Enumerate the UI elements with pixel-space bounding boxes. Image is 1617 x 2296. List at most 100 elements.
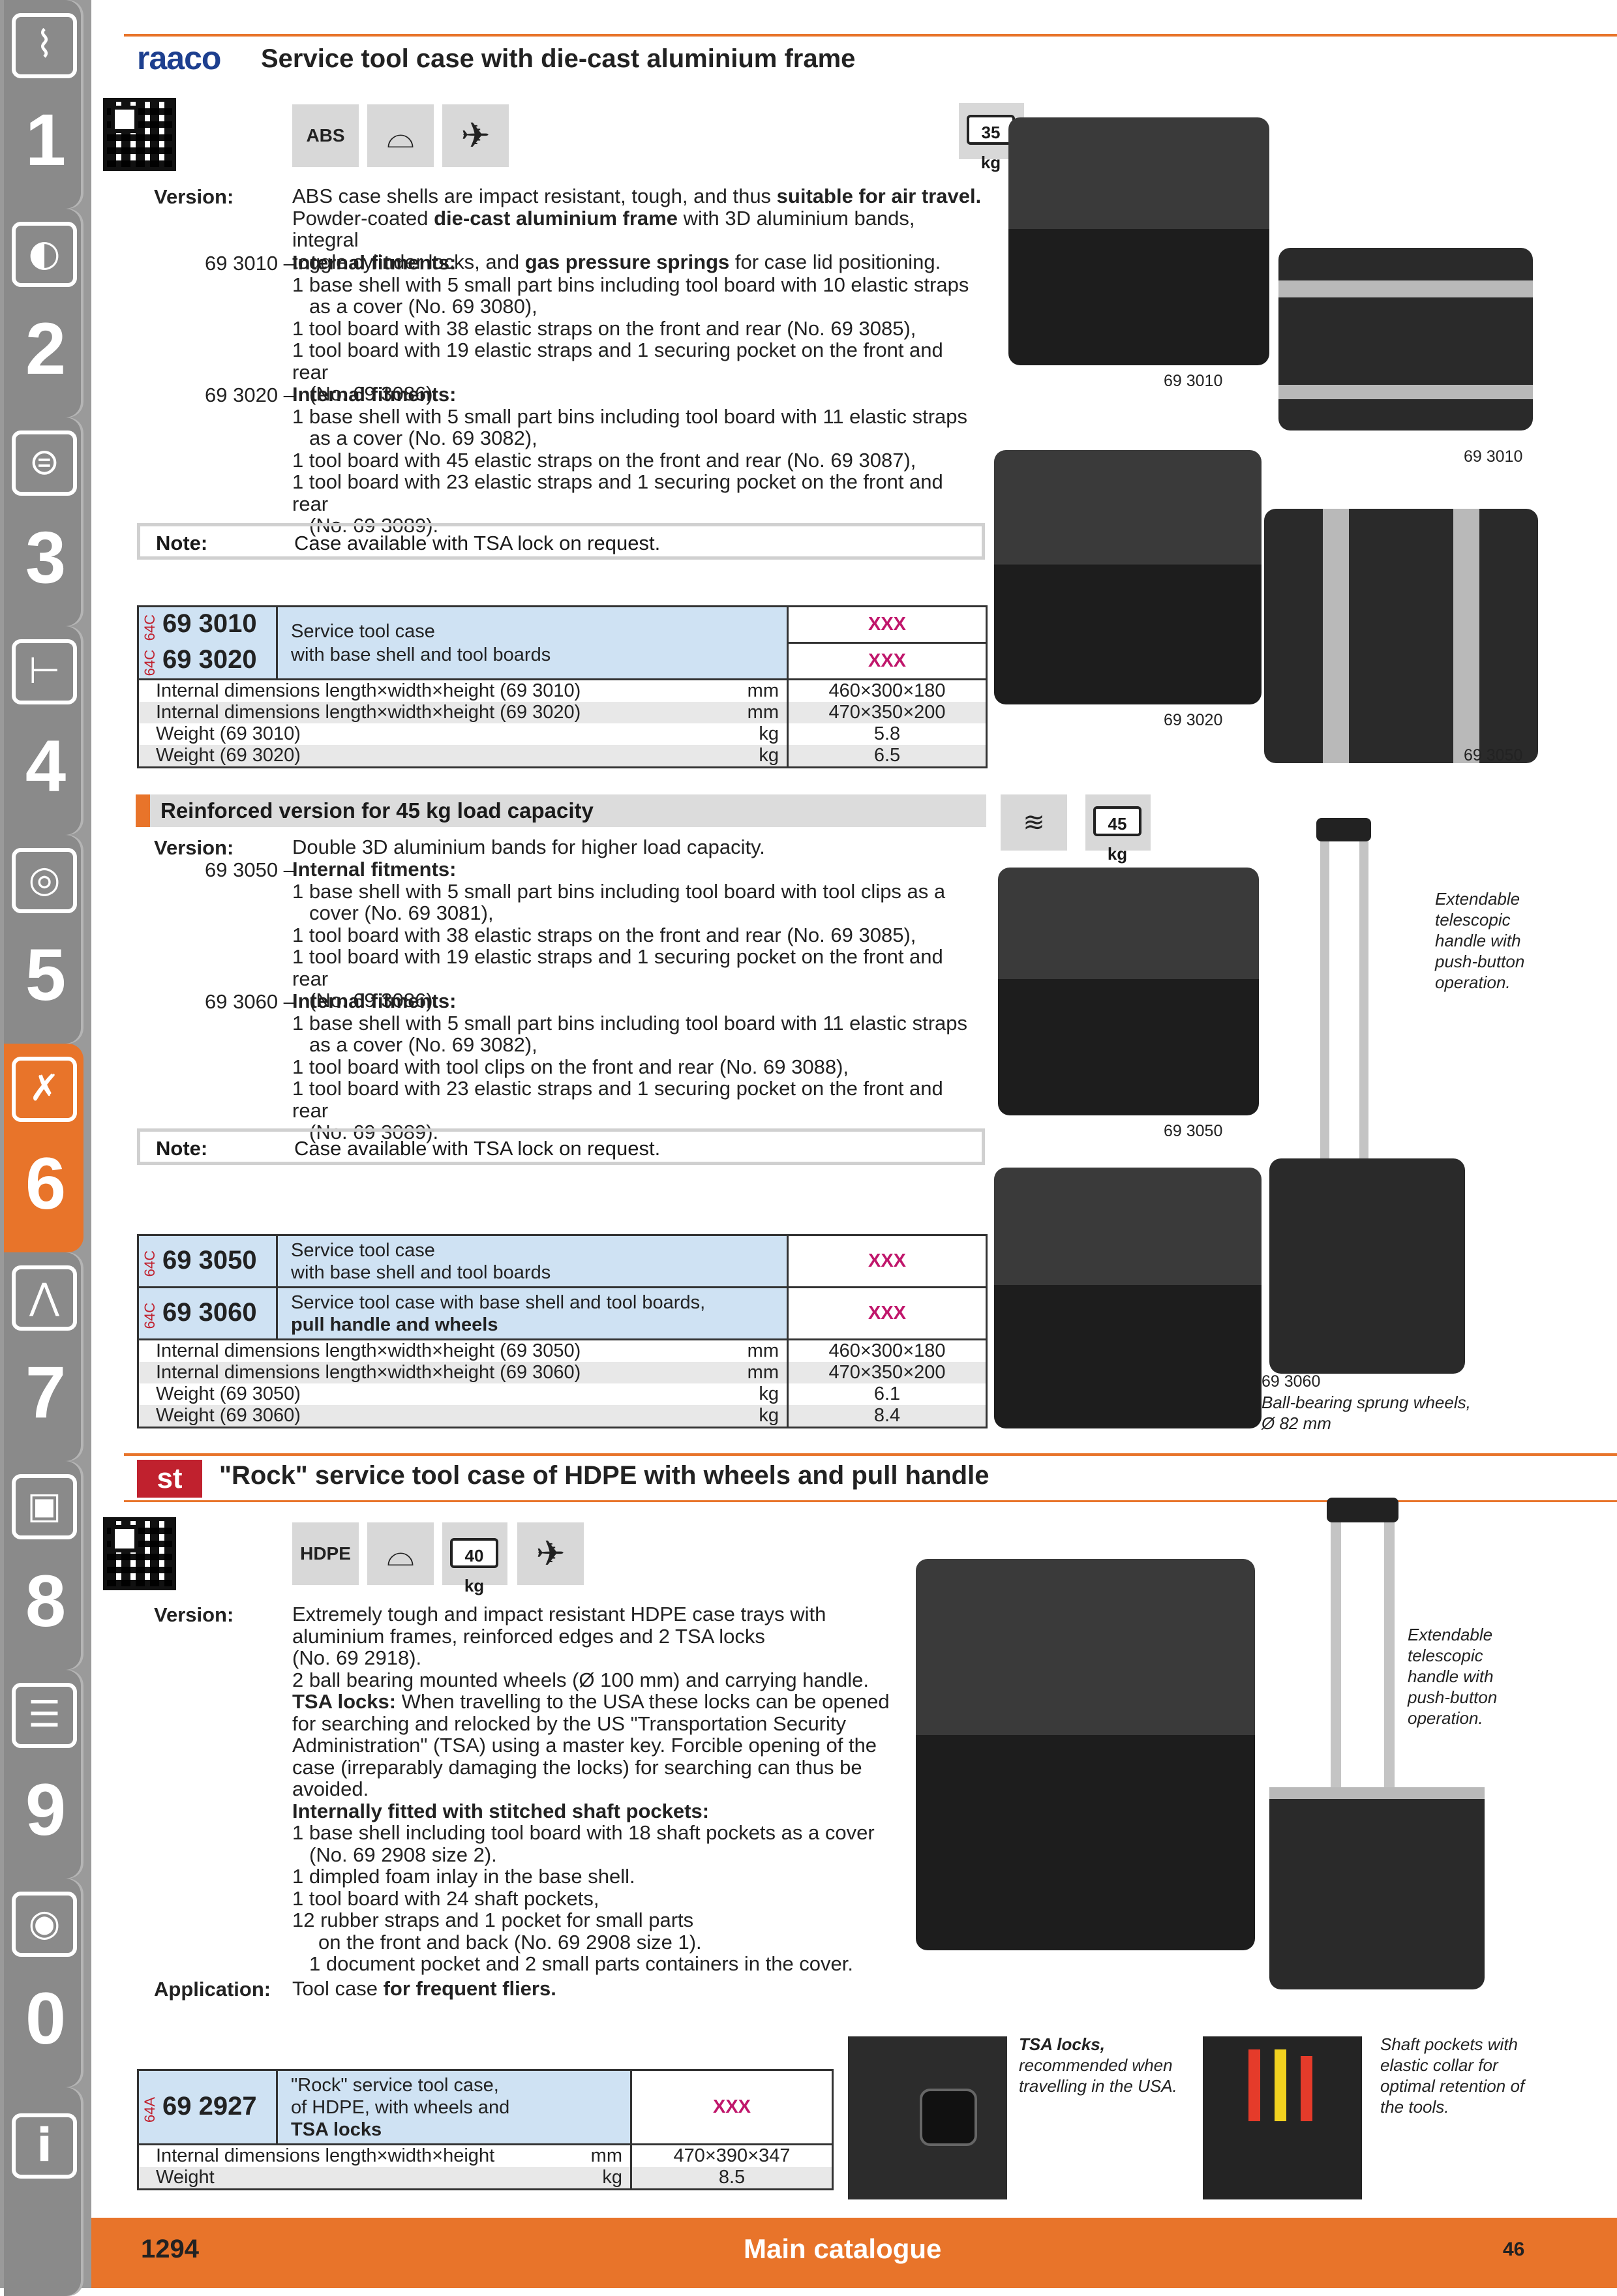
section-title: "Rock" service tool case of HDPE with wh… — [219, 1461, 990, 1490]
chapter-tab-shape — [4, 626, 83, 835]
hdpe-badge: HDPE — [292, 1522, 359, 1585]
shaft-pockets-photo — [1203, 2036, 1362, 2199]
telescopic-handle-grip — [1316, 818, 1371, 841]
chapter-tab-5[interactable]: ◎5 — [0, 835, 91, 1044]
chapter-tab-0[interactable]: ◉0 — [0, 1879, 91, 2087]
note-box: Note:Case available with TSA lock on req… — [137, 1128, 985, 1165]
grinder-icon: ◐ — [12, 222, 77, 287]
rock-case-photo-open — [916, 1559, 1255, 1950]
chapter-number: 4 — [25, 725, 67, 807]
spec-label: Weight (69 3020)kg — [137, 745, 788, 768]
spec-label: Weight (69 3010)kg — [137, 723, 788, 745]
fitment-text: Internal fitments: 1 base shell with 5 s… — [292, 251, 969, 405]
qr-code-icon[interactable] — [103, 98, 176, 171]
double-band-icon: ≋ — [1001, 794, 1067, 851]
st-logo: st — [137, 1460, 202, 1498]
airplane-icon: ✈ — [517, 1522, 584, 1585]
spec-label: Internal dimensions length×width×height … — [137, 679, 788, 702]
spec-label: Internal dimensions length×width×height … — [137, 702, 788, 723]
price-cell: XXX — [787, 1286, 988, 1340]
version-text: ABS case shells are impact resistant, to… — [292, 185, 982, 273]
qr-code-icon[interactable] — [103, 1517, 176, 1590]
chapter-tab-9[interactable]: ☰9 — [0, 1670, 91, 1879]
chapter-number: 7 — [25, 1352, 67, 1433]
chapter-tab-shape — [4, 1879, 83, 2087]
catalogue-title: Main catalogue — [744, 2233, 942, 2264]
application-label: Application: — [154, 1978, 271, 2001]
load-capacity-badge: 40 kg — [442, 1522, 507, 1595]
spec-value: 5.8 — [787, 723, 988, 745]
photo-caption: 69 3050 — [1164, 1122, 1223, 1140]
chapter-tab-7[interactable]: ⋀7 — [0, 1252, 91, 1461]
chapter-tab-1[interactable]: ⌇1 — [0, 0, 91, 209]
version-label: Version: — [154, 1603, 234, 1626]
chapter-number: 0 — [25, 1978, 67, 2059]
photo-caption: 69 3020 — [1164, 711, 1223, 729]
fitment-text: Internal fitments: 1 base shell with 5 s… — [292, 989, 968, 1143]
spec-value: 8.4 — [787, 1405, 988, 1428]
chapter-number: 5 — [25, 934, 67, 1016]
section-divider — [124, 34, 1617, 37]
price-cell: XXX — [787, 605, 988, 644]
raaco-logo: raaco — [137, 40, 221, 76]
rock-case-photo-trolley — [1269, 1787, 1485, 1989]
photo-caption: 69 3010 — [1464, 447, 1523, 466]
chapter-tab-shape — [4, 209, 83, 417]
section-divider — [124, 1453, 1617, 1456]
chapter-tab-6[interactable]: ✗6 — [0, 1044, 91, 1252]
fitment-text: Internal fitments: 1 base shell with 5 s… — [292, 858, 946, 1012]
version-text: Extremely tough and impact resistant HDP… — [292, 1603, 890, 1975]
fitment-text: Internal fitments: 1 base shell with 5 s… — [292, 383, 968, 537]
chapter-number: 3 — [25, 517, 67, 598]
section-divider — [124, 1500, 1617, 1502]
spec-value: 6.5 — [787, 745, 988, 768]
price-cell: XXX — [630, 2069, 834, 2145]
case-photo-693050-open — [998, 868, 1259, 1115]
application-text: Tool case for frequent fliers. — [292, 1977, 556, 2000]
page-footer: 1294 Main catalogue 46 — [91, 2218, 1617, 2288]
spec-value: 6.1 — [787, 1383, 988, 1405]
chapter-tab-3[interactable]: ⊜3 — [0, 417, 91, 626]
telescopic-handle-bar — [1359, 841, 1368, 1168]
photo-caption: 69 3060 — [1262, 1372, 1321, 1391]
secondary-page-number: 46 — [1503, 2239, 1525, 2260]
chapter-tab-4[interactable]: ⊢4 — [0, 626, 91, 835]
case-photo-693010-closed — [1278, 248, 1533, 430]
chapter-tab-info[interactable]: i — [0, 2087, 91, 2296]
version-text: Double 3D aluminium bands for higher loa… — [292, 836, 765, 858]
chapter-tab-2[interactable]: ◐2 — [0, 209, 91, 417]
note-box: Note:Case available with TSA lock on req… — [137, 523, 985, 560]
chapter-number: 9 — [25, 1769, 67, 1850]
description-cell: "Rock" service tool case,of HDPE, with w… — [276, 2069, 632, 2145]
chapter-number: 2 — [25, 308, 67, 389]
telescopic-handle-bar — [1331, 1522, 1341, 1796]
info-icon: i — [12, 2113, 77, 2179]
spec-value: 460×300×180 — [787, 1339, 988, 1362]
abs-badge: ABS — [292, 104, 359, 167]
page-number: 1294 — [141, 2235, 199, 2263]
wheels-caption: Ball-bearing sprung wheels,Ø 82 mm — [1262, 1393, 1471, 1433]
caliper-icon: ⊢ — [12, 639, 77, 704]
saw-blade-icon: ◎ — [12, 848, 77, 913]
load-capacity-badge: 35 kg — [959, 103, 1024, 172]
cabinet-icon: ☰ — [12, 1683, 77, 1748]
chapter-number: 6 — [25, 1143, 67, 1224]
telescopic-handle-bar — [1320, 841, 1329, 1168]
chapter-number: 8 — [25, 1560, 67, 1642]
spec-label: Internal dimensions length×width×height … — [137, 1362, 788, 1383]
spec-value: 470×350×200 — [787, 702, 988, 723]
case-photo-693020-open — [994, 450, 1262, 704]
chapter-tab-8[interactable]: ▣8 — [0, 1461, 91, 1670]
chapter-tab-shape — [4, 1044, 83, 1252]
